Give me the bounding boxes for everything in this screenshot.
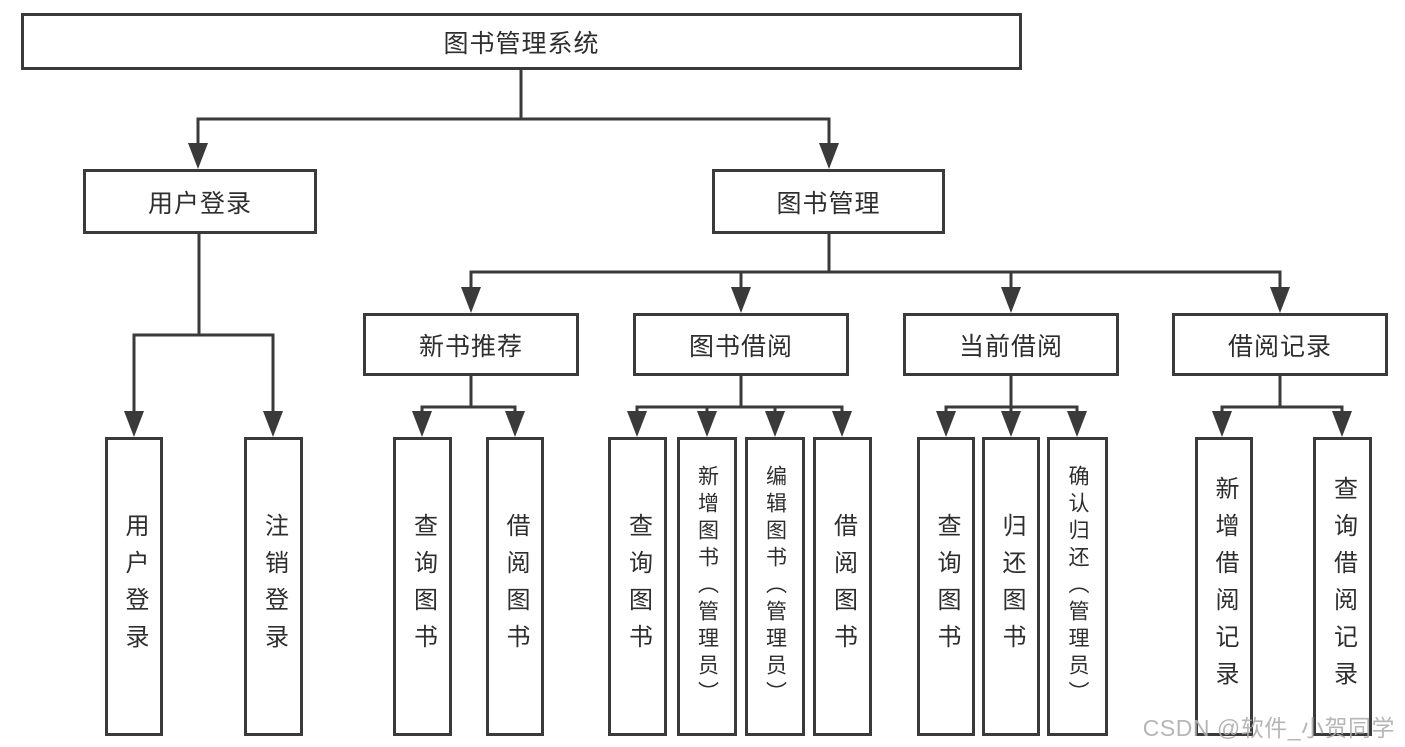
watermark-text: CSDN @软件_小贺同学 bbox=[1142, 715, 1395, 741]
node-label-borrowing-records: 借阅记录 bbox=[1227, 332, 1332, 361]
node-borrow-books-borrowing: 借阅图书 bbox=[813, 437, 872, 736]
node-label-current-borrowing: 当前借阅 bbox=[958, 332, 1063, 361]
arrowhead-icon bbox=[731, 287, 751, 313]
node-logout-leaf: 注销登录 bbox=[244, 437, 303, 736]
node-label-new-book-recommend: 新书推荐 bbox=[418, 332, 523, 361]
node-label-borrow-books-recommend: 借阅图书 bbox=[502, 512, 529, 661]
node-label-query-books-current: 查询图书 bbox=[933, 512, 960, 661]
arrowhead-icon bbox=[1212, 411, 1232, 437]
node-edit-books-admin: 编辑图书（管理员） bbox=[745, 437, 805, 736]
node-label-borrow-books-borrowing: 借阅图书 bbox=[829, 512, 857, 661]
connector-borrowing-records-children bbox=[1212, 375, 1352, 437]
arrowhead-icon bbox=[412, 411, 432, 437]
arrowhead-icon bbox=[1270, 287, 1290, 313]
arrowhead-icon bbox=[819, 143, 839, 169]
node-label-user-login-leaf: 用户登录 bbox=[121, 512, 148, 661]
arrowhead-icon bbox=[188, 143, 208, 169]
node-label-query-books-borrowing: 查询图书 bbox=[624, 512, 652, 661]
node-label-book-management: 图书管理 bbox=[776, 189, 881, 218]
connector-user-login-children bbox=[124, 233, 283, 437]
node-add-books-admin: 新增图书（管理员） bbox=[677, 437, 737, 736]
connector-current-borrowing-children bbox=[936, 375, 1087, 437]
arrowhead-icon bbox=[765, 411, 785, 437]
arrowhead-icon bbox=[832, 411, 852, 437]
node-borrow-books-recommend: 借阅图书 bbox=[486, 437, 544, 736]
node-label-edit-books-admin: 编辑图书（管理员） bbox=[763, 465, 787, 708]
node-label-query-books-recommend: 查询图书 bbox=[409, 512, 437, 661]
node-label-confirm-return-admin: 确认归还（管理员） bbox=[1066, 465, 1089, 708]
node-label-add-books-admin: 新增图书（管理员） bbox=[695, 465, 719, 708]
arrowhead-icon bbox=[505, 411, 525, 437]
node-label-query-borrow-record: 查询借阅记录 bbox=[1329, 475, 1357, 698]
node-label-root: 图书管理系统 bbox=[443, 29, 600, 58]
node-book-borrowing: 图书借阅 bbox=[633, 313, 849, 376]
node-root: 图书管理系统 bbox=[21, 13, 1022, 70]
node-add-borrow-record: 新增借阅记录 bbox=[1195, 437, 1253, 736]
connector-book-borrowing-children bbox=[627, 375, 852, 437]
connector-new-book-recommend-children bbox=[412, 375, 525, 437]
node-label-user-login: 用户登录 bbox=[147, 189, 252, 218]
arrowhead-icon bbox=[697, 411, 717, 437]
node-user-login: 用户登录 bbox=[83, 169, 317, 234]
node-new-book-recommend: 新书推荐 bbox=[363, 313, 579, 376]
connector-book-management-children bbox=[461, 233, 1290, 313]
node-label-add-borrow-record: 新增借阅记录 bbox=[1211, 475, 1238, 698]
arrowhead-icon bbox=[1332, 411, 1352, 437]
node-query-books-current: 查询图书 bbox=[917, 437, 975, 736]
node-label-logout-leaf: 注销登录 bbox=[260, 512, 288, 661]
arrowhead-icon bbox=[263, 411, 283, 437]
node-label-book-borrowing: 图书借阅 bbox=[688, 332, 793, 361]
arrowhead-icon bbox=[627, 411, 647, 437]
node-borrowing-records: 借阅记录 bbox=[1172, 313, 1388, 376]
arrowhead-icon bbox=[936, 411, 956, 437]
node-return-books: 归还图书 bbox=[982, 437, 1040, 736]
node-query-books-recommend: 查询图书 bbox=[393, 437, 452, 736]
node-query-books-borrowing: 查询图书 bbox=[608, 437, 667, 736]
node-query-borrow-record: 查询借阅记录 bbox=[1313, 437, 1372, 736]
arrowhead-icon bbox=[124, 411, 144, 437]
node-confirm-return-admin: 确认归还（管理员） bbox=[1047, 437, 1108, 736]
node-user-login-leaf: 用户登录 bbox=[105, 437, 163, 736]
arrowhead-icon bbox=[1001, 411, 1021, 437]
node-label-return-books: 归还图书 bbox=[998, 512, 1025, 661]
arrowhead-icon bbox=[1001, 287, 1021, 313]
arrowhead-icon bbox=[1067, 411, 1087, 437]
connector-root-to-level2 bbox=[188, 69, 839, 169]
node-book-management: 图书管理 bbox=[712, 169, 945, 234]
node-current-borrowing: 当前借阅 bbox=[903, 313, 1119, 376]
arrowhead-icon bbox=[461, 287, 481, 313]
